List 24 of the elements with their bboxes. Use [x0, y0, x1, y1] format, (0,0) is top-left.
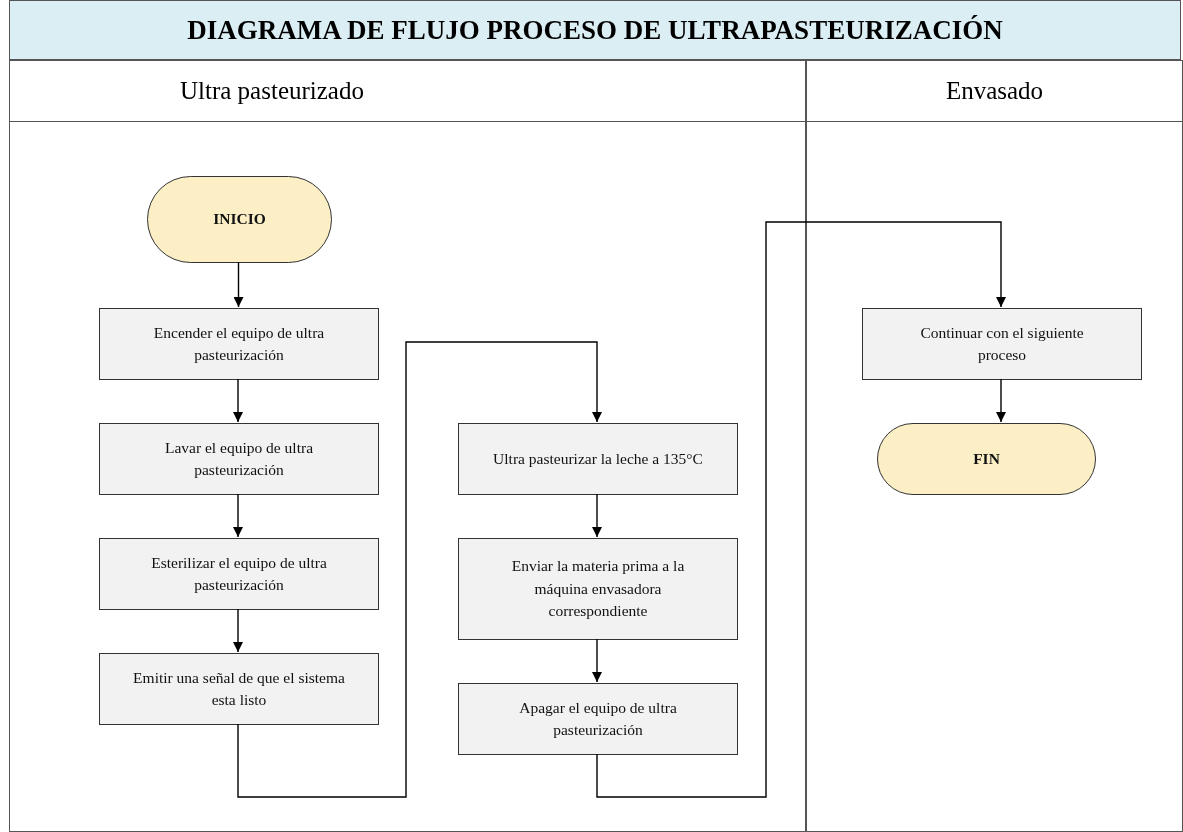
arrow	[592, 638, 602, 683]
swimlane	[806, 60, 1183, 832]
process-box: Encender el equipo de ultra pasteurización	[99, 308, 379, 380]
process-box: Enviar la materia prima a la máquina envasadora correspondiente	[458, 538, 738, 640]
process-box: Lavar el equipo de ultra pasteurización	[99, 423, 379, 495]
terminator-pill: FIN	[877, 423, 1096, 495]
terminator-pill: INICIO	[147, 176, 332, 263]
arrow	[233, 608, 243, 653]
arrow	[233, 261, 244, 308]
arrow	[233, 493, 243, 538]
arrow	[592, 493, 602, 538]
arrow	[996, 378, 1006, 423]
process-box: Apagar el equipo de ultra pasteurización	[458, 683, 738, 755]
arrow	[233, 378, 243, 423]
lane-title: Ultra pasteurizado	[180, 77, 364, 105]
arrow	[596, 221, 1006, 798]
process-box: Emitir una señal de que el sistema esta listo	[99, 653, 379, 725]
process-box: Continuar con el siguiente proceso	[862, 308, 1142, 380]
process-box: Esterilizar el equipo de ultra pasteurización	[99, 538, 379, 610]
title-banner: DIAGRAMA DE FLUJO PROCESO DE ULTRAPASTEURIZACIÓN	[9, 0, 1181, 60]
process-box: Ultra pasteurizar la leche a 135°C	[458, 423, 738, 495]
lane-title: Envasado	[945, 77, 1044, 105]
swimlane	[9, 60, 806, 832]
arrow	[237, 341, 602, 798]
